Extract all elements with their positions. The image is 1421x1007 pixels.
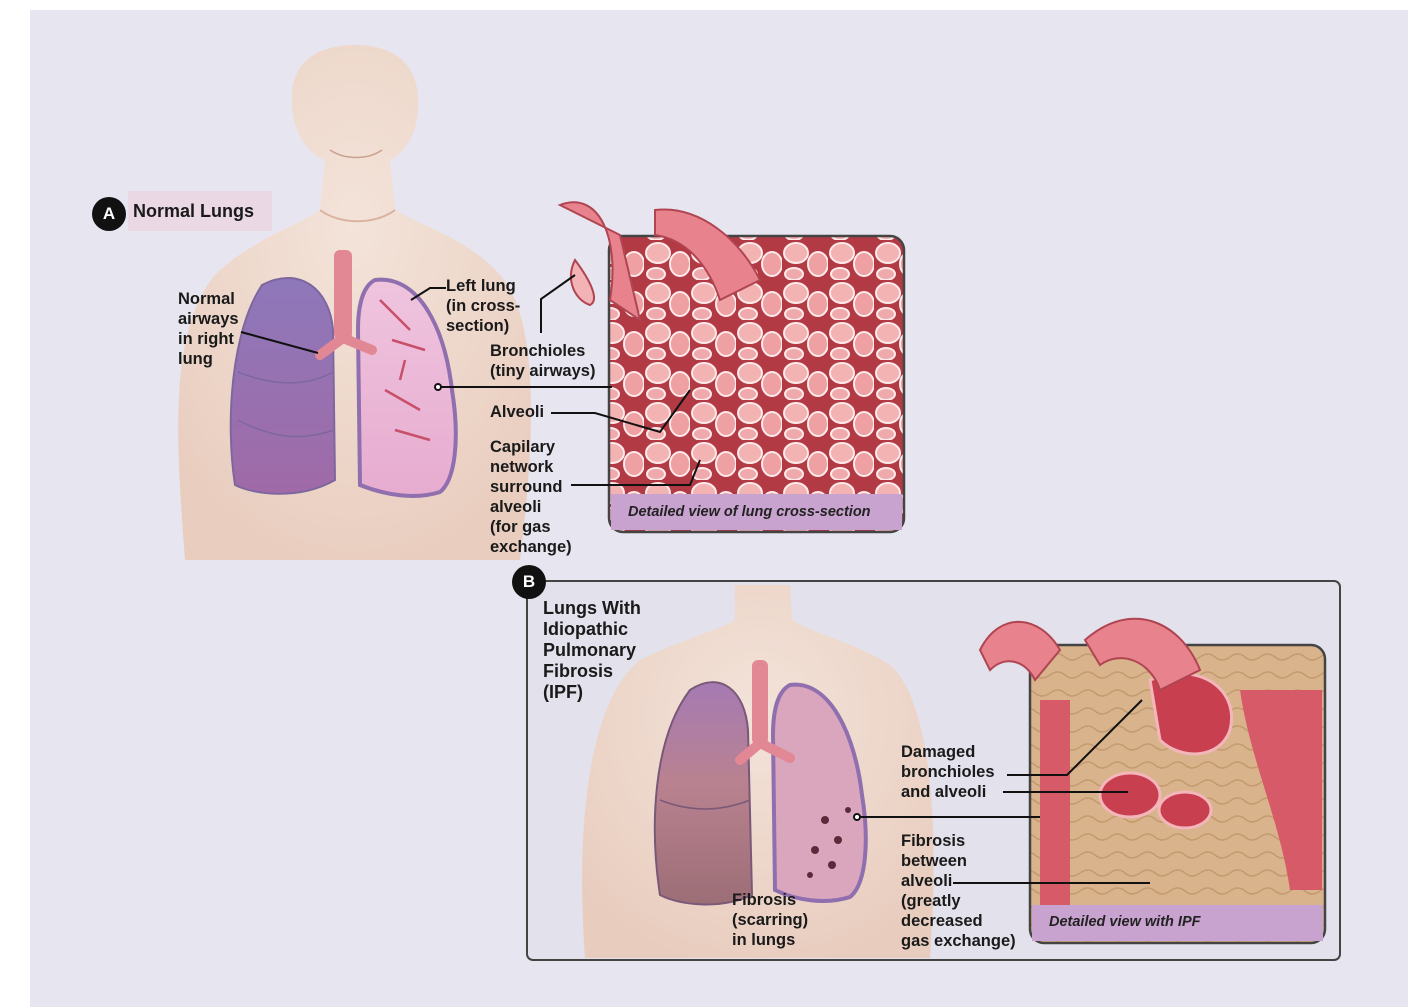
panel-a-title: Normal Lungs	[128, 191, 272, 231]
label-fibrosis-between-alveoli: Fibrosis between alveoli (greatly decrea…	[901, 831, 1016, 951]
panel-b-caption: Detailed view with IPF	[1049, 914, 1200, 930]
panel-a-badge: A	[92, 197, 126, 231]
label-damaged-bronchioles: Damaged bronchioles and alveoli	[901, 742, 995, 802]
panel-b-title: Lungs With Idiopathic Pulmonary Fibrosis…	[543, 598, 683, 703]
panel-a-caption: Detailed view of lung cross-section	[628, 504, 871, 520]
panel-b-detail-view	[980, 619, 1325, 943]
label-left-lung: Left lung (in cross- section)	[446, 276, 520, 336]
label-capillary-network: Capilary network surround alveoli (for g…	[490, 437, 572, 557]
label-right-lung: Normal airways in right lung	[178, 289, 239, 369]
panel-a-detail-view	[560, 202, 904, 532]
label-fibrosis-scarring: Fibrosis (scarring) in lungs	[732, 890, 808, 950]
panel-b-badge: B	[512, 565, 546, 599]
label-alveoli: Alveoli	[490, 402, 544, 422]
label-bronchioles: Bronchioles (tiny airways)	[490, 341, 595, 381]
